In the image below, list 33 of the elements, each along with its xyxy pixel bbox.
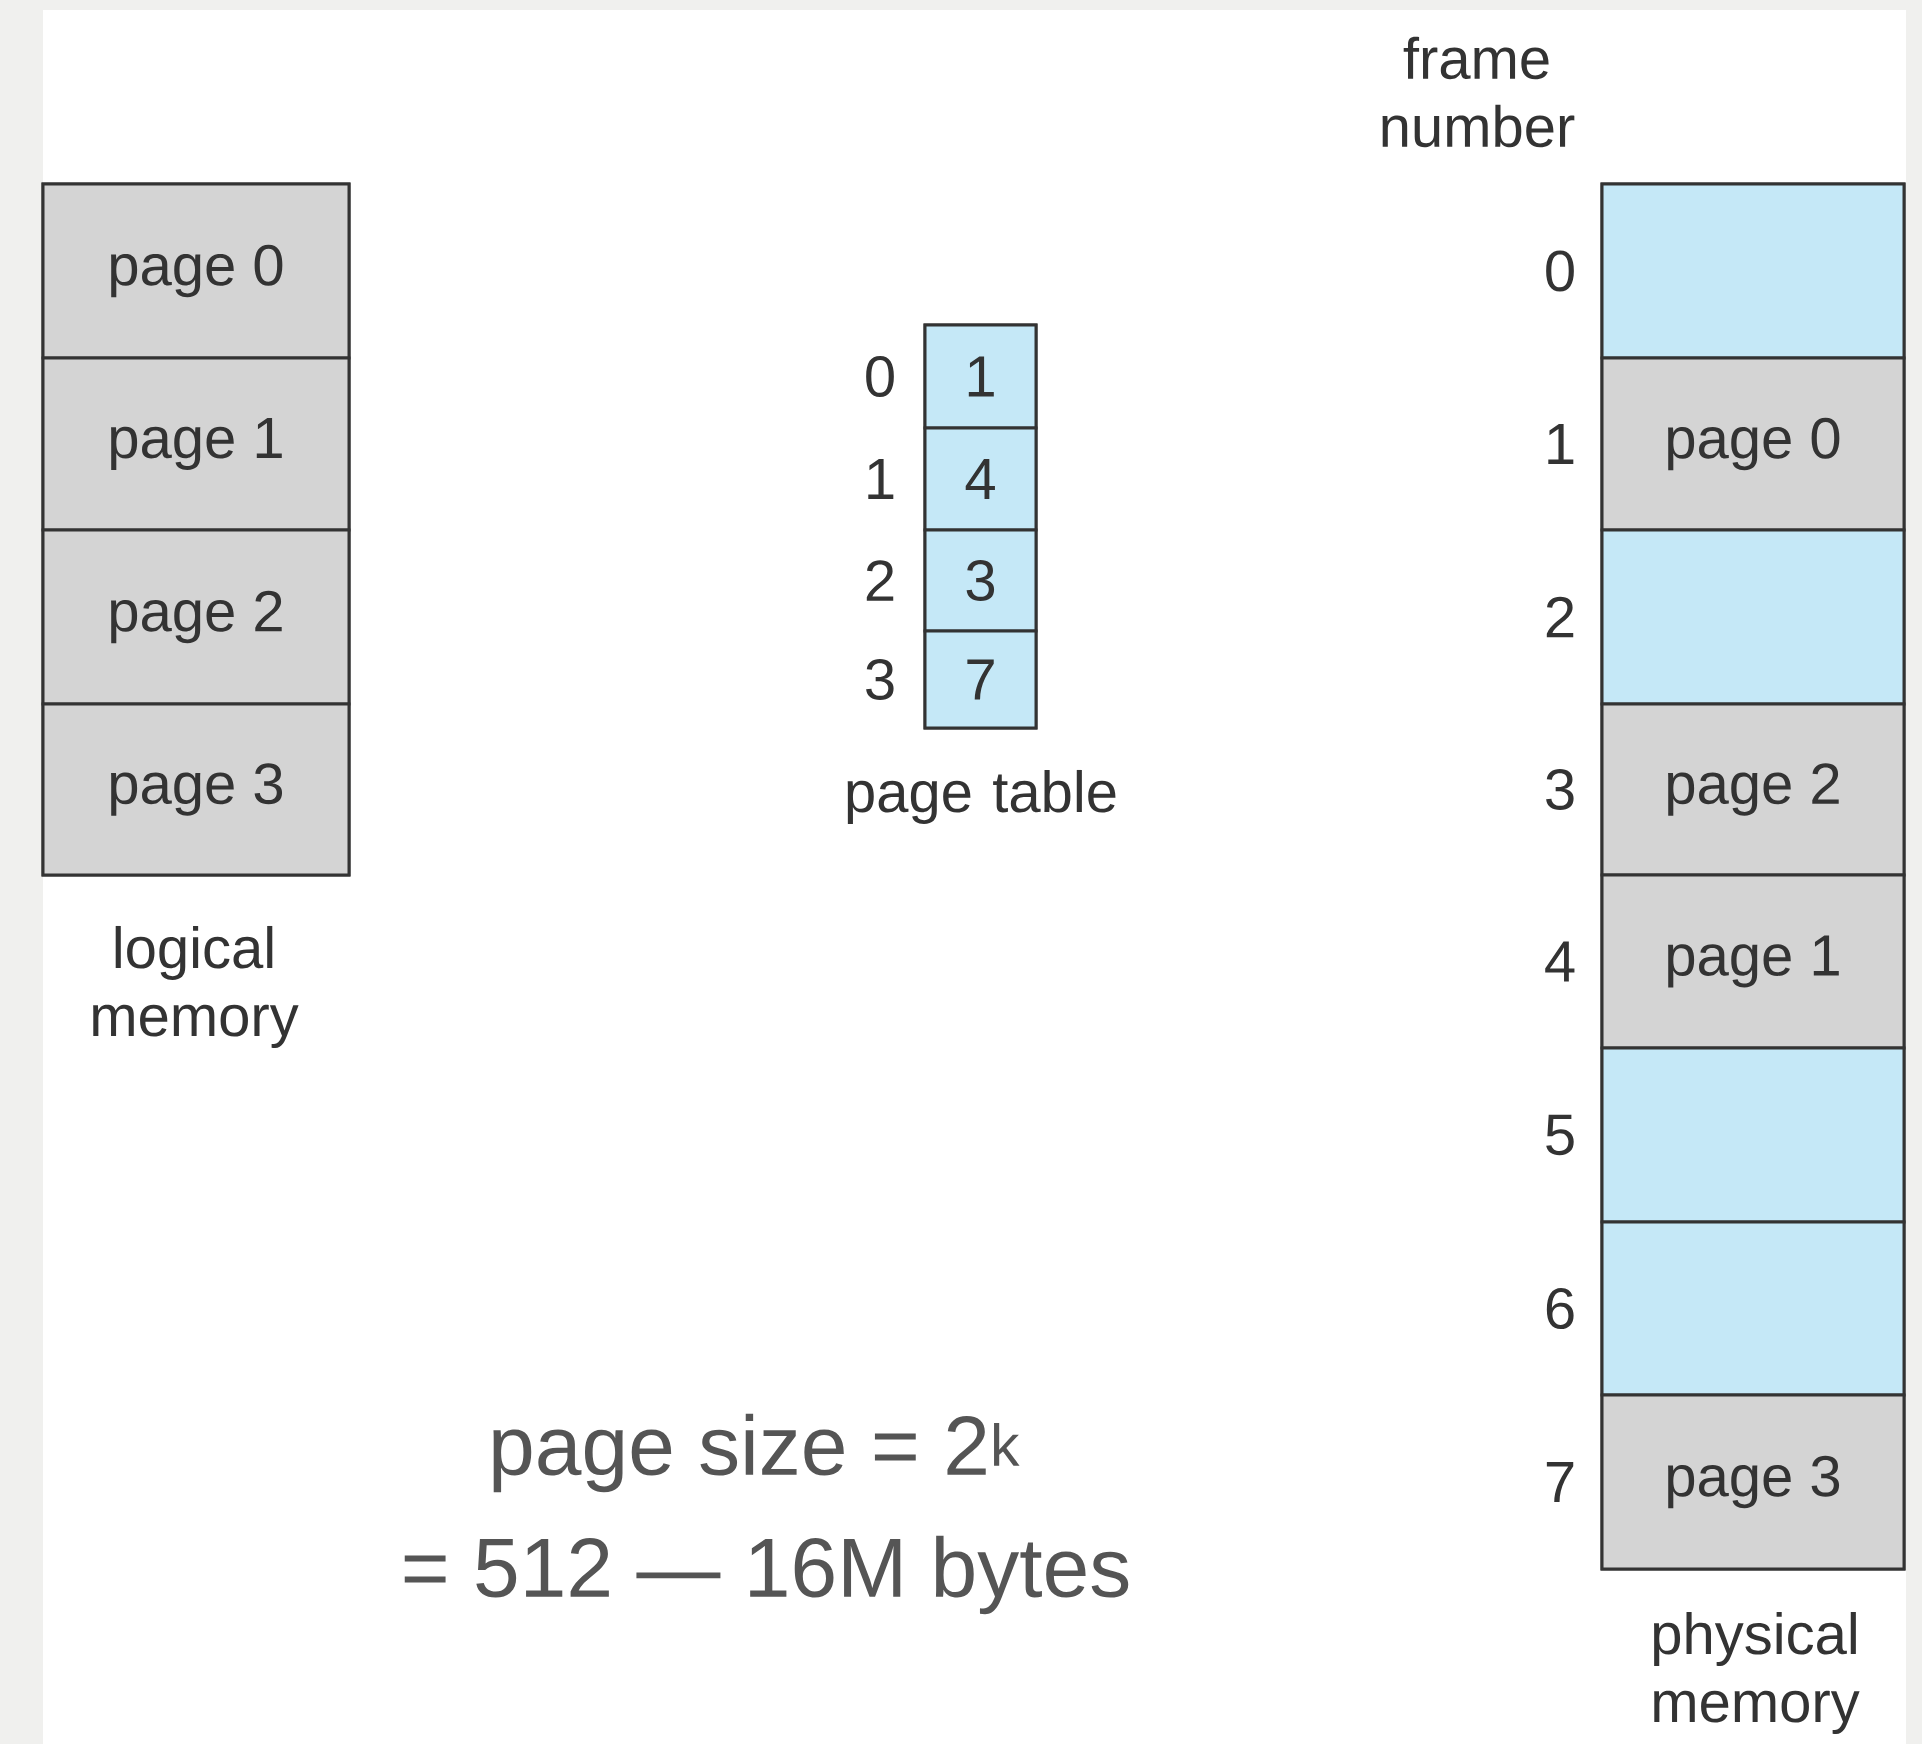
note: page size = 2$^{k}$ — [493, 1413, 1020, 1493]
frame-box — [1600, 1046, 1906, 1224]
row-number: 4 — [1545, 941, 1575, 982]
memory-cell: page 1 — [41, 356, 351, 532]
memory-cell: page 3 — [1600, 1393, 1906, 1571]
memory-cell: 1 — [923, 323, 1038, 430]
row-number: 1 — [868, 459, 894, 499]
row-number: 6 — [1546, 1288, 1574, 1330]
column-heading: frame number — [1382, 36, 1575, 148]
row-number: 2 — [866, 560, 894, 601]
row-number: 3 — [1546, 768, 1574, 811]
memory-cell: page 1 — [1600, 873, 1906, 1050]
row-number: 3 — [866, 658, 894, 701]
stack-label: logical memory — [93, 925, 299, 1049]
memory-cell: page 3 — [41, 702, 351, 877]
stack-label: physical memory — [1654, 1611, 1860, 1735]
frame-box — [1600, 1220, 1906, 1397]
memory-cell: page 2 — [41, 528, 351, 706]
row-number: 5 — [1546, 1114, 1574, 1156]
stack-label: page table — [847, 769, 1116, 825]
memory-cell: page 0 — [1600, 356, 1906, 532]
row-number: 2 — [1546, 596, 1574, 638]
note: = 512 — 16M bytes — [404, 1535, 1129, 1615]
memory-cell: 3 — [923, 528, 1038, 633]
memory-cell: 7 — [923, 629, 1038, 730]
row-number: 1 — [1548, 424, 1574, 464]
memory-cell: page 2 — [1600, 702, 1906, 877]
frame-box — [1600, 528, 1906, 706]
row-number: 0 — [1546, 250, 1574, 292]
row-number: 0 — [866, 355, 894, 398]
memory-cell: page 0 — [41, 182, 351, 360]
row-number: 7 — [1546, 1462, 1574, 1502]
memory-cell: 4 — [923, 426, 1038, 532]
